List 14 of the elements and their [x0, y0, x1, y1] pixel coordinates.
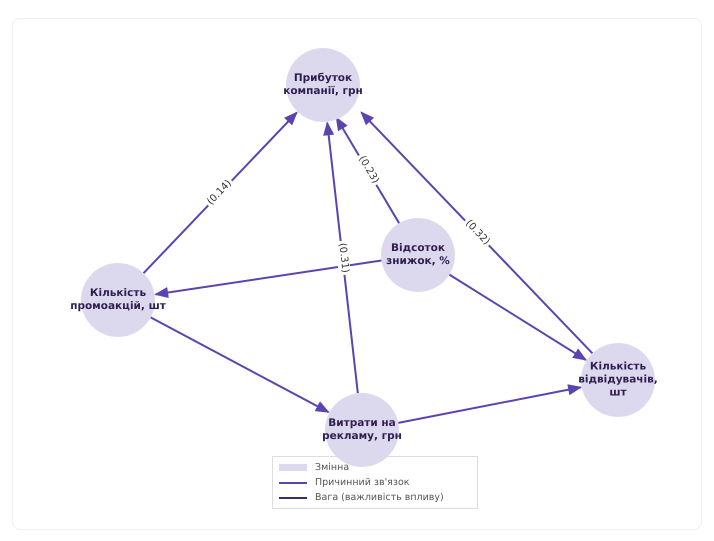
arrow: [360, 111, 594, 354]
legend-text: Причинний зв'язок: [315, 477, 410, 488]
legend-text: Вага (важливість впливу): [315, 492, 444, 503]
arrow: [448, 274, 587, 361]
node-label: Кількість промоакцій, шт: [69, 286, 167, 314]
arrow: [398, 384, 582, 424]
legend-text: Змінна: [315, 462, 350, 473]
node-label: Прибуток компанії, грн: [282, 72, 364, 98]
node-label: Кількість відвідувачів, шт: [577, 360, 659, 400]
node-label: Витрати на рекламу, грн: [321, 416, 403, 444]
arrow: [323, 121, 359, 394]
node-label: Відсоток знижок, %: [385, 242, 451, 268]
arrow: [150, 316, 330, 414]
arrow: [154, 260, 382, 298]
